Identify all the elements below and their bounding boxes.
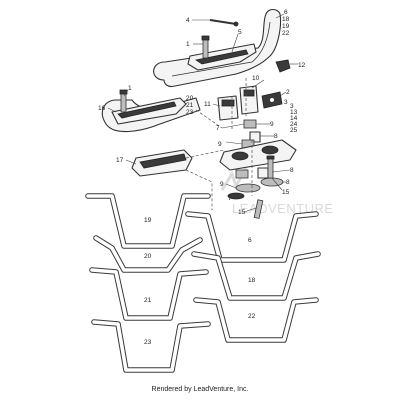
callout-7-a: 7 <box>216 125 220 132</box>
callout-1-lower: 1 <box>128 85 132 92</box>
riser-11 <box>217 95 239 121</box>
callout-bar-22: 22 <box>248 313 256 320</box>
leader-lines <box>107 13 298 213</box>
handlebar-22 <box>193 297 319 343</box>
top-clamp-shade <box>194 49 249 65</box>
callout-2: 2 <box>286 89 290 96</box>
callout-25: 25 <box>290 127 298 134</box>
riser-stack <box>217 78 297 219</box>
triple-clamp <box>219 139 297 171</box>
callout-3-upper: 3 <box>284 99 288 106</box>
callout-8-a: 8 <box>274 133 278 140</box>
callout-8-c: 8 <box>286 179 290 186</box>
bushing-8b <box>257 167 269 179</box>
callout-22-top: 22 <box>282 30 290 37</box>
bushing-9a <box>243 119 257 129</box>
callout-bar-20: 20 <box>144 253 152 260</box>
handlebar-20 <box>93 235 203 273</box>
bushing-9c <box>235 169 249 179</box>
callout-5: 5 <box>238 29 242 36</box>
cup-7a <box>235 183 261 193</box>
callout-17: 17 <box>116 157 124 164</box>
handlebar-23-left <box>91 319 211 373</box>
handlebar-18 <box>191 251 321 301</box>
callout-13: 13 <box>290 109 298 116</box>
bolt-15-right <box>267 157 274 179</box>
callout-7-b: 7 <box>228 195 232 202</box>
callout-14: 14 <box>290 115 298 122</box>
callout-bar-18: 18 <box>248 277 256 284</box>
pin-4 <box>209 19 237 25</box>
callout-10: 10 <box>252 75 260 82</box>
dashed-guides <box>185 109 225 210</box>
callout-24: 24 <box>290 121 298 128</box>
callout-6-top: 6 <box>284 9 288 16</box>
callout-3: 3 <box>290 103 294 110</box>
callout-21-top: 21 <box>186 102 194 109</box>
callout-bar-23-left: 23 <box>144 339 152 346</box>
callout-16: 16 <box>98 105 106 112</box>
callout-11: 11 <box>204 101 211 108</box>
callout-9-a: 9 <box>270 121 274 128</box>
cup-8c <box>260 177 284 187</box>
bushing-8a <box>249 131 261 143</box>
callout-12: 12 <box>298 62 306 69</box>
callout-bar-6: 6 <box>248 237 252 244</box>
footer-credit: Rendered by LeadVenture, Inc. <box>151 386 249 393</box>
bracket-12 <box>275 59 291 73</box>
cup-7b <box>227 192 245 200</box>
callout-20-top: 20 <box>186 95 194 102</box>
clamp-bolt-lower <box>120 91 127 113</box>
callout-8-b: 8 <box>290 167 294 174</box>
bolt-15-left <box>253 199 264 219</box>
callout-15-right: 15 <box>282 189 290 196</box>
callout-18-top: 18 <box>282 16 290 23</box>
handlebar-21 <box>89 267 209 321</box>
upper-bar-inner <box>171 21 271 77</box>
callout-9-c: 9 <box>220 181 224 188</box>
callout-23-top: 23 <box>186 109 194 116</box>
callout-bar-19: 19 <box>144 217 152 224</box>
callout-9-b: 9 <box>218 141 222 148</box>
handlebar-6 <box>185 211 319 263</box>
handlebar-19 <box>85 193 211 249</box>
callout-15-left: 15 <box>238 209 246 216</box>
clamp-bolt-upper <box>202 37 209 59</box>
callout-1-upper: 1 <box>186 41 190 48</box>
callout-19-top: 19 <box>282 23 290 30</box>
callout-bar-21: 21 <box>144 297 152 304</box>
callout-4: 4 <box>186 17 190 24</box>
lower-riser-assembly <box>101 89 201 177</box>
top-riser-assembly <box>153 8 291 88</box>
callout-labels: 4 1 5 6 18 19 22 12 10 11 1 16 20 21 23 … <box>98 9 306 346</box>
